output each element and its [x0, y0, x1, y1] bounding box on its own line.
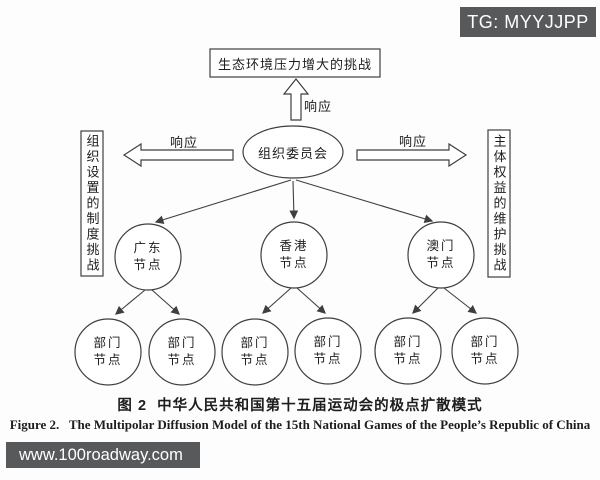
tg-contact-badge: TG: MYYJJPP	[460, 7, 596, 37]
edge-macau-dept5	[412, 287, 439, 314]
edge-committee-guangdong	[154, 179, 292, 224]
hongkong-node-circle	[260, 221, 328, 289]
left-challenge-box	[80, 130, 104, 277]
macau-node-label: 澳门 节点	[426, 239, 456, 270]
edge-macau-dept6	[443, 287, 478, 314]
eco-challenge-box	[209, 48, 381, 78]
edge-hongkong-dept4	[296, 287, 326, 314]
guangdong-node-label: 广东 节点	[133, 241, 163, 272]
dept-circle-4	[294, 317, 362, 385]
edge-committee-hongkong	[289, 180, 299, 220]
dept-circle-6	[451, 317, 519, 385]
dept-node-label-2: 部门 节点	[167, 336, 197, 367]
dept-circle-3	[221, 318, 289, 386]
right-challenge-box	[487, 129, 511, 278]
left-challenge-label: 组织设置的制度挑战	[84, 133, 100, 274]
response-arrow-right	[356, 142, 468, 168]
edge-guangdong-dept2	[151, 289, 180, 315]
dept-node-label-1: 部门 节点	[93, 336, 123, 367]
edge-committee-macau	[295, 179, 434, 224]
dept-node-label-3: 部门 节点	[240, 336, 270, 367]
right-challenge-label: 主体权益的维护挑战	[491, 133, 507, 274]
dept-node-label-5: 部门 节点	[393, 335, 423, 366]
hongkong-node-label: 香港 节点	[279, 239, 309, 270]
edge-guangdong-dept1	[114, 289, 146, 315]
macau-node-circle	[407, 221, 475, 289]
respond-label-left: 响应	[170, 135, 199, 150]
guangdong-node-circle	[114, 223, 182, 291]
response-arrow-up	[282, 78, 310, 121]
dept-circle-2	[148, 318, 216, 386]
site-watermark: www.100roadway.com	[6, 442, 200, 468]
figure-caption-zh: 图 2 中华人民共和国第十五届运动会的极点扩散模式	[117, 398, 483, 414]
figure-caption-en: Figure 2. The Multipolar Diffusion Model…	[9, 417, 591, 432]
dept-circle-5	[374, 317, 442, 385]
org-committee-ellipse	[242, 125, 344, 179]
respond-label-right: 响应	[399, 134, 428, 149]
edge-hongkong-dept3	[262, 287, 292, 314]
dept-circle-1	[74, 318, 142, 386]
org-committee-label: 组织委员会	[257, 145, 328, 161]
respond-label-top: 响应	[304, 99, 333, 114]
response-arrow-left	[122, 142, 234, 168]
eco-challenge-label: 生态环境压力增大的挑战	[217, 56, 372, 72]
dept-node-label-6: 部门 节点	[470, 335, 500, 366]
dept-node-label-4: 部门 节点	[313, 335, 343, 366]
